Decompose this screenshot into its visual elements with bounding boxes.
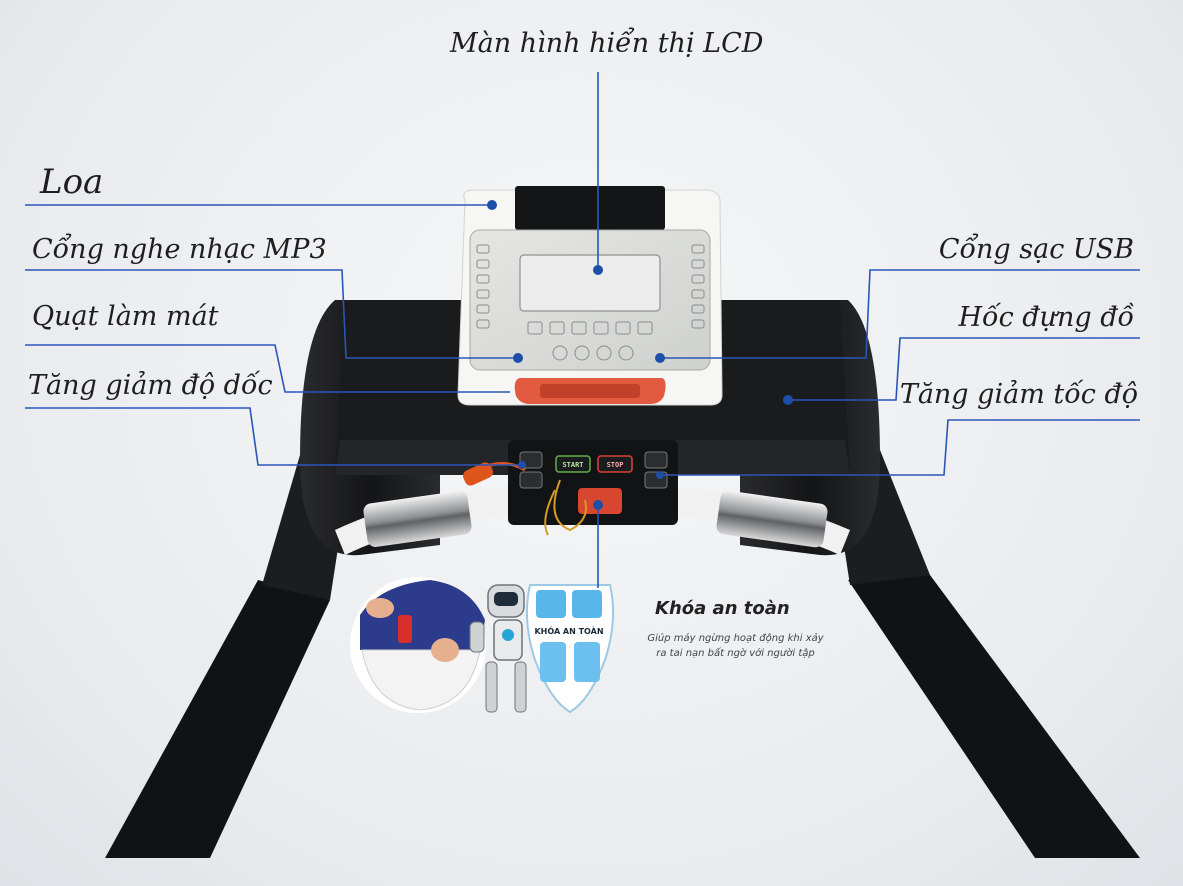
label-usb: Cổng sạc USB — [938, 234, 1134, 265]
right-handle-grip — [670, 485, 850, 555]
label-speaker: Loa — [40, 162, 104, 202]
lcd-screen — [519, 254, 661, 312]
leader-fan — [25, 344, 510, 393]
leader-dots — [487, 200, 793, 510]
leader-storage — [788, 337, 1140, 401]
safety-illustration: KHÓA AN TOÀN — [350, 577, 614, 714]
robot-figure — [469, 584, 527, 713]
safety-key-description: Giúp máy ngừng hoạt động khi xảy ra tai … — [647, 633, 824, 659]
label-speed: Tăng giảm tốc độ — [899, 379, 1138, 410]
leader-speed — [660, 419, 1140, 476]
stop-button-label: STOP — [607, 461, 624, 469]
label-incline: Tăng giảm độ dốc — [28, 370, 273, 401]
label-mp3: Cổng nghe nhạc MP3 — [32, 234, 327, 265]
tablet-holder — [515, 186, 665, 230]
display-console — [457, 186, 723, 406]
leader-mp3 — [25, 269, 515, 359]
start-button-label: START — [562, 461, 583, 469]
right-upright — [830, 450, 1140, 858]
label-fan: Quạt làm mát — [32, 301, 219, 332]
stop-button[interactable] — [597, 455, 633, 473]
leader-incline — [25, 407, 520, 466]
shield-text: KHÓA AN TOÀN — [534, 625, 603, 636]
center-control-pod: START STOP — [508, 440, 678, 525]
shield-badge: KHÓA AN TOÀN — [526, 584, 614, 714]
leader-lines — [25, 72, 1140, 588]
leader-usb — [662, 269, 1140, 359]
label-storage: Hốc đựng đồ — [958, 302, 1135, 333]
left-handle-grip — [335, 485, 510, 555]
start-button[interactable] — [555, 455, 591, 473]
label-lcd: Màn hình hiển thị LCD — [450, 28, 764, 59]
safety-key-title: Khóa an toàn — [655, 598, 790, 619]
